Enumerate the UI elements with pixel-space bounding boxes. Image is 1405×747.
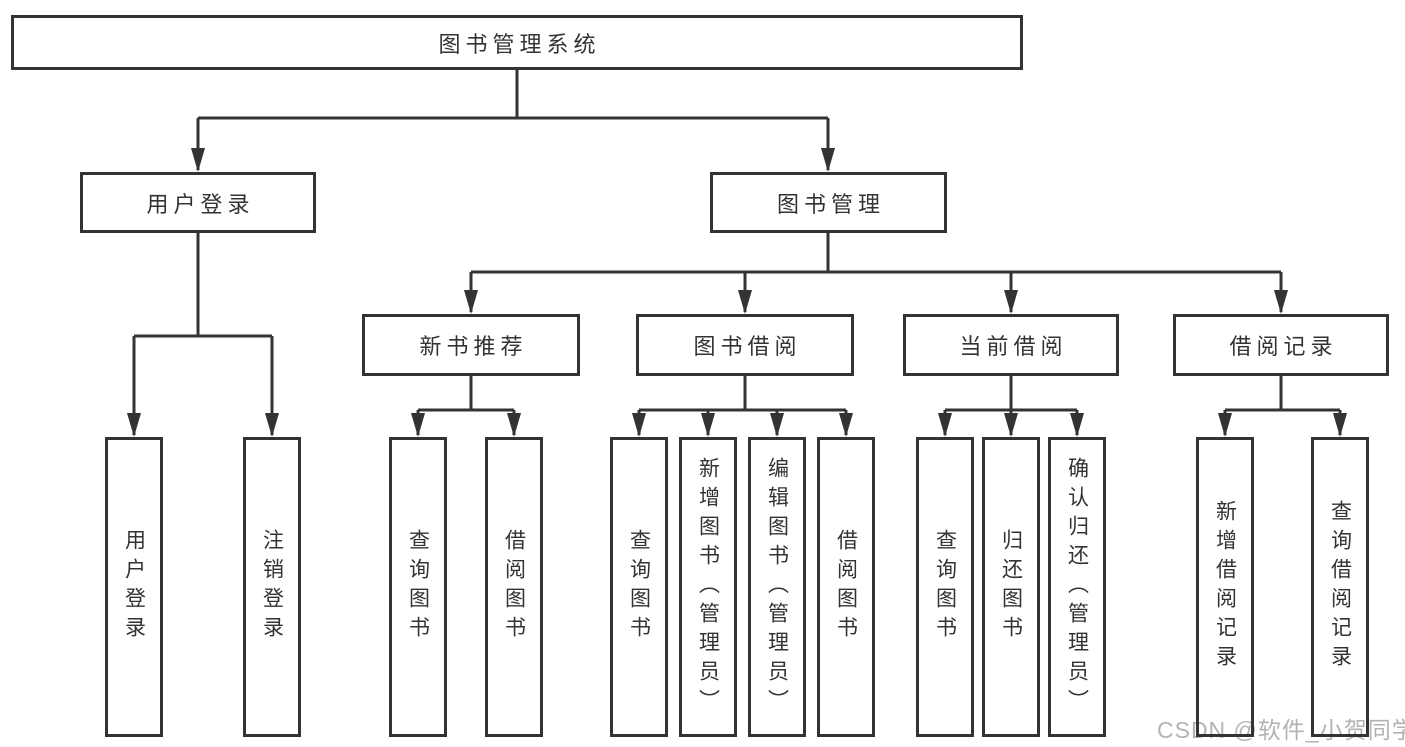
- leaf-logout: 注销登录: [243, 437, 301, 737]
- leaf-confirm-return-admin-label: 确认归还（管理员）: [1065, 456, 1089, 718]
- leaf-borrow-books-recommend-label: 借阅图书: [502, 529, 526, 645]
- leaf-confirm-return-admin: 确认归还（管理员）: [1048, 437, 1106, 737]
- node-current-borrowing-label: 当前借阅: [959, 334, 1068, 359]
- leaf-edit-books-admin: 编辑图书（管理员）: [748, 437, 806, 737]
- node-new-book-recommend-label: 新书推荐: [419, 334, 528, 359]
- node-new-book-recommend: 新书推荐: [362, 314, 580, 376]
- node-borrowing-records: 借阅记录: [1173, 314, 1389, 376]
- leaf-query-books-borrowing: 查询图书: [610, 437, 668, 737]
- node-root: 图书管理系统: [11, 15, 1023, 70]
- leaf-query-books-current: 查询图书: [916, 437, 974, 737]
- leaf-add-borrow-record-label: 新增借阅记录: [1213, 500, 1237, 674]
- leaf-logout-label: 注销登录: [260, 529, 284, 645]
- leaf-query-books-current-label: 查询图书: [933, 529, 957, 645]
- leaf-user-login: 用户登录: [105, 437, 163, 737]
- connector-lines: [127, 70, 1347, 437]
- node-book-borrowing: 图书借阅: [636, 314, 854, 376]
- leaf-add-books-admin-label: 新增图书（管理员）: [696, 456, 720, 718]
- leaf-query-borrow-record: 查询借阅记录: [1311, 437, 1369, 737]
- node-current-borrowing: 当前借阅: [903, 314, 1119, 376]
- leaf-query-books-recommend-label: 查询图书: [406, 529, 430, 645]
- node-book-management-label: 图书管理: [776, 191, 885, 217]
- node-root-label: 图书管理系统: [438, 31, 601, 57]
- node-user-login-label: 用户登录: [146, 191, 255, 217]
- leaf-borrow-books-borrowing-label: 借阅图书: [834, 529, 858, 645]
- leaf-query-books-recommend: 查询图书: [389, 437, 447, 737]
- leaf-borrow-books-recommend: 借阅图书: [485, 437, 543, 737]
- leaf-return-books: 归还图书: [982, 437, 1040, 737]
- node-user-login: 用户登录: [80, 172, 316, 233]
- node-book-management: 图书管理: [710, 172, 947, 233]
- leaf-add-books-admin: 新增图书（管理员）: [679, 437, 737, 737]
- leaf-return-books-label: 归还图书: [999, 529, 1023, 645]
- leaf-user-login-label: 用户登录: [122, 529, 146, 645]
- csdn-watermark: CSDN @软件_小贺同学: [1157, 717, 1405, 743]
- node-book-borrowing-label: 图书借阅: [693, 334, 802, 359]
- leaf-borrow-books-borrowing: 借阅图书: [817, 437, 875, 737]
- node-borrowing-records-label: 借阅记录: [1229, 334, 1338, 359]
- leaf-query-borrow-record-label: 查询借阅记录: [1328, 500, 1352, 674]
- leaf-add-borrow-record: 新增借阅记录: [1196, 437, 1254, 737]
- leaf-edit-books-admin-label: 编辑图书（管理员）: [765, 456, 789, 718]
- leaf-query-books-borrowing-label: 查询图书: [627, 529, 651, 645]
